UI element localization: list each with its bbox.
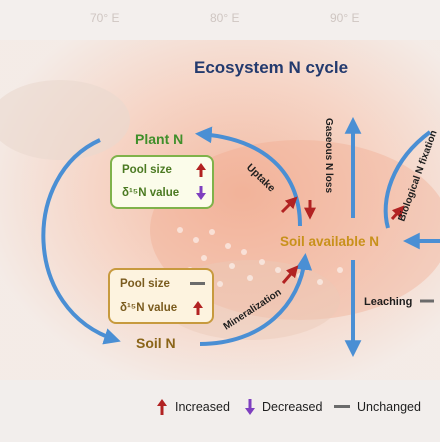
plant-n-box: Pool size δ¹⁵N value: [110, 155, 214, 209]
mineralization-label: Mineralization: [222, 287, 284, 333]
mineralization-arc: [199, 252, 313, 346]
map-tick-70e: 70° E: [90, 11, 119, 25]
uptake-arc: [194, 126, 302, 227]
gaseous-loss-label: Gaseous N loss: [323, 118, 334, 193]
legend-unchanged-label: Unchanged: [357, 400, 421, 414]
soil-pool-size-label: Pool size: [120, 278, 170, 290]
leaching-label: Leaching: [364, 296, 412, 308]
plant-pool-size-label: Pool size: [122, 164, 172, 176]
diagram-title: Ecosystem N cycle: [194, 58, 348, 77]
soil-n-box: Pool size δ¹⁵N value: [108, 268, 214, 324]
plant-pool-size-increase-icon: [196, 163, 206, 177]
soil-d15n-increase-icon: [193, 301, 203, 315]
soil-n-label: Soil N: [136, 335, 176, 351]
plant-to-soil-arc: [41, 138, 121, 345]
uptake-label: Uptake: [244, 162, 278, 195]
map-tick-80e: 80° E: [210, 11, 239, 25]
mineralization-increase-arrow: [281, 265, 299, 284]
soil-d15n-label: δ¹⁵N value: [120, 302, 178, 314]
map-dots: [177, 227, 343, 287]
biological-fixation-curve: [383, 130, 432, 229]
plant-d15n-decrease-icon: [196, 186, 206, 200]
uptake-increase-arrow: [280, 196, 298, 214]
legend-decreased-label: Decreased: [262, 400, 323, 414]
legend-decreased-icon: [245, 399, 255, 415]
map-tick-labels: 70° E 80° E 90° E: [90, 11, 359, 25]
fixation-increase-arrow: [390, 205, 405, 221]
legend-increased-label: Increased: [175, 400, 230, 414]
plant-n-label: Plant N: [135, 131, 183, 147]
soil-available-n-label: Soil available N: [280, 234, 379, 249]
soil-pool-size-unchanged-icon: [190, 282, 205, 285]
legend-unchanged-icon: [334, 405, 350, 408]
plant-d15n-label: δ¹⁵N value: [122, 187, 180, 199]
map-tick-90e: 90° E: [330, 11, 359, 25]
legend-increased-icon: [157, 399, 167, 415]
